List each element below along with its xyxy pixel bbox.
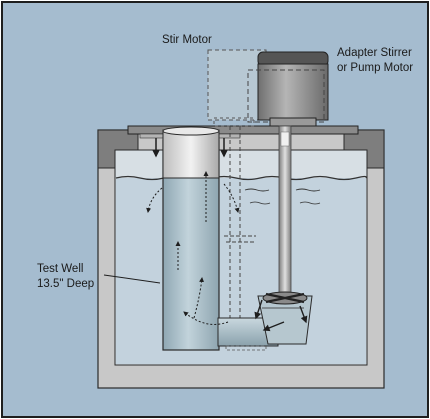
test-well-label-line2: 13.5" Deep bbox=[37, 278, 94, 290]
adapter-motor-label-line2: or Pump Motor bbox=[337, 62, 413, 74]
test-well-pointer bbox=[103, 274, 161, 284]
test-well bbox=[162, 126, 220, 351]
pump-housing bbox=[217, 291, 313, 351]
stir-motor-label: Stir Motor bbox=[162, 34, 212, 46]
stir-motor-shaft-dashed bbox=[224, 126, 256, 342]
test-well-label-line1: Test Well bbox=[37, 263, 83, 275]
adapter-pump-motor bbox=[247, 51, 329, 127]
adapter-motor-label-line1: Adapter Stirrer bbox=[337, 47, 412, 59]
stirrer-shaft bbox=[278, 125, 292, 297]
stir-motor-outline bbox=[207, 49, 267, 127]
flow-arrows bbox=[146, 138, 308, 332]
